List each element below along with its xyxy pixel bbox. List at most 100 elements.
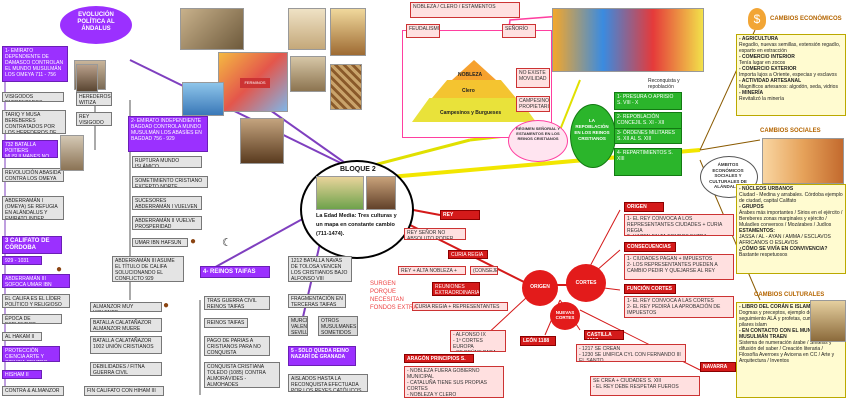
estamentos-top: NOBLEZA / CLERO / ESTAMENTOS <box>410 2 520 18</box>
emirato-independiente[interactable]: 2- EMIRATO INDEPENDIENTE BAGDAD CONTROLA… <box>128 116 208 152</box>
curia-regia[interactable]: CURIA REGIA <box>448 250 488 259</box>
abd-iii-asume[interactable]: ABDERRAMÁN III ASUME EL TÍTULO DE CALIFA… <box>112 256 184 282</box>
fin-califato[interactable]: FIN CALIFATO CON HIHAM III <box>84 386 164 396</box>
fragmentacion[interactable]: FRAGMENTACIÓN EN TERCERAS TAIFAS <box>288 294 346 308</box>
title-ellipse <box>60 6 132 44</box>
ambitos-label: ÁMBITOS ECONÓMICOS SOCIALES Y CULTURALES… <box>709 162 747 189</box>
batalla-poitiers[interactable]: 732 BATALLA POITIERS MUSULMANES NO SE EX… <box>2 140 58 158</box>
navarra-box[interactable]: NAVARRA <box>700 362 736 372</box>
batalla-calatanazor[interactable]: BATALLA CALATAÑAZOR ALMANZOR MUERE <box>90 318 162 332</box>
nuevas-cortes-label: NUEVAS CORTES <box>555 310 575 320</box>
mundo-heading: - EN CONTACTO CON EL MUNDO MUSULMÁN TRAE… <box>739 328 819 340</box>
guerra-civil[interactable]: TRAS GUERRA CIVIL REINOS TAIFAS <box>204 296 270 310</box>
ordenes-box[interactable]: 3- ÓRDENES MILITARES S. XII AL S. XIII <box>614 128 682 144</box>
califa-lider[interactable]: EL CALIFA ES EL LÍDER POLÍTICO Y RELIGIO… <box>2 294 70 308</box>
abderraman-ii[interactable]: ABDERRAMÁN II VUELVE PROSPERIDAD <box>132 216 202 230</box>
libro-heading: - LIBRO DEL CORÁN E ISLAMISMO <box>739 304 824 310</box>
rey-senor-box[interactable]: REY SEÑOR NO ABSOLUTO PODER LIMITADO <box>404 228 466 240</box>
sucesores[interactable]: SUCESORES ABDERRAMÁN I VUELVEN CONFLICTO… <box>132 196 202 210</box>
herederos-witiza[interactable]: HEREDEROS WITIZA <box>76 92 112 106</box>
alfonso-box[interactable]: - ALFONSO IX- 1º CORTES EUROPA- SE REÚNE… <box>450 330 506 352</box>
culturales-title: CAMBIOS CULTURALES <box>754 292 825 298</box>
proteccion-ciencia[interactable]: PROTECCIÓN CIENCIA ARTE Y CIENCIA CENTRO… <box>2 346 60 362</box>
origen-box[interactable]: ORIGEN <box>624 202 664 212</box>
comercio-ext-heading: - COMERCIO EXTERIOR <box>739 66 797 72</box>
emirato-dependiente[interactable]: 1- EMIRATO DEPENDIENTE DE DAMASCO CONTRO… <box>2 46 68 82</box>
people-image <box>762 138 844 184</box>
sociales-box[interactable]: - NÚCLEOS URBANOS Ciudad - Medina y arra… <box>736 184 846 274</box>
cortes-circle[interactable] <box>566 264 606 302</box>
nuevas-cortes-circle[interactable] <box>550 302 580 330</box>
pago-parias[interactable]: PAGO DE PARIAS A CRISTIANOS PARA NO CONQ… <box>204 336 270 356</box>
pattern-image <box>330 64 362 110</box>
rey-alta-nobleza[interactable]: REY + ALTA NOBLEZA + ALTO CLERO <box>398 266 466 275</box>
al-hakam[interactable]: AL HAKAM II <box>2 332 42 341</box>
reinos-taifas-header[interactable]: 4- REINOS TAIFAS <box>200 266 270 278</box>
leon-box[interactable]: LEÓN 1188 <box>520 336 556 346</box>
abderraman-i[interactable]: ABDERRAMÁN I (OMEYA) SE REFUGIA EN ALÁND… <box>2 196 64 220</box>
murcia-valencia[interactable]: MURCIA VALENCIA SEVILLA CÓRDOBA <box>288 316 308 336</box>
umar-ibn-hafsun[interactable]: UMAR IBN HAFSUN <box>132 238 188 247</box>
debilidades-fitna[interactable]: DEBILIDADES / FITNA GUERRA CIVIL <box>90 362 162 376</box>
presura-box[interactable]: 1- PRESURA O APRISIO S. VIII - X <box>614 92 682 110</box>
culturales-box[interactable]: - LIBRO DEL CORÁN E ISLAMISMO Dogmas y p… <box>736 302 846 398</box>
repartimientos-box[interactable]: 4- REPARTIMIENTOS S. XIII <box>614 148 682 176</box>
contra-almanzor[interactable]: CONTRA & ALMANZOR <box>2 386 64 396</box>
castilla-box[interactable]: CASTILLA 1217 <box>584 330 624 340</box>
pyramid-clero: Clero <box>462 88 475 94</box>
origen-circle[interactable] <box>522 270 558 306</box>
origen-detail[interactable]: 1- EL REY CONVOCA A LOS REPRESENTANTES C… <box>624 214 734 236</box>
mosque-image <box>330 8 366 56</box>
repoblacion-ellipse <box>570 104 616 168</box>
rey-box[interactable]: REY <box>440 210 480 220</box>
nucleos-heading: - NÚCLEOS URBANOS <box>739 186 794 192</box>
visigodos-enfrentados[interactable]: VISIGODOS ENFRENTADOS <box>2 92 64 102</box>
economicos-box[interactable]: - AGRICULTURA Regadío, nuevas semillas, … <box>736 34 846 116</box>
mineria-heading: - MINERÍA <box>739 90 764 96</box>
feudal-box-3: NO EXISTE MOVILIDAD <box>516 68 550 88</box>
rey-visigodo[interactable]: REY VISIGODO RODRIGO <box>76 112 112 126</box>
conquista-cristiana[interactable]: CONQUISTA CRISTIANA TOLEDO (1085) CONTRA… <box>204 362 280 388</box>
epoca-esplendor[interactable]: ÉPOCA DE ESPLENDOR <box>2 314 62 324</box>
manuscript-image <box>288 8 326 50</box>
aragon-box[interactable]: ARAGÓN PRINCIPIOS S. XIII <box>404 354 474 363</box>
crescent-icon: ☾ <box>222 237 232 249</box>
otros-musulmanes[interactable]: OTROS MUSULMANES SOMETIDOS AL REINO DEL … <box>318 316 358 336</box>
consecuencias-box[interactable]: CONSECUENCIAS <box>624 242 676 252</box>
castilla-detail[interactable]: - 1217 SE CREAN- 1230 SE UNIFICA CYL CON… <box>576 344 686 362</box>
almanzor-violento[interactable]: ALMANZOR MUY VIOLENTO <box>90 302 162 312</box>
ruptura-mundo[interactable]: RUPTURA MUNDO ISLÁMICO <box>132 156 202 168</box>
batalla-calatanazor-2[interactable]: BATALLA CALATAÑAZOR 1002 UNIÓN CRISTIANO… <box>90 336 162 354</box>
painting-image <box>240 118 284 164</box>
iberia-map-image <box>182 82 224 116</box>
tariq-musa[interactable]: TARIQ Y MUSA BEREBERES CONTRATADOS POR L… <box>2 110 66 134</box>
curia-ampliada[interactable]: CURIA REGIA + REPRESENTANTES CIUDADES <box>412 302 508 311</box>
aislados[interactable]: AISLADOS HASTA LA RECONQUISTA EFECTUADA … <box>288 374 368 392</box>
pyramid-campesinos: Campesinos y Burgueses <box>440 110 502 116</box>
hisham-ii[interactable]: HISHAM II <box>2 370 42 379</box>
page-title: EVOLUCIÓN POLÍTICA AL ÁNDALUS <box>77 12 115 32</box>
feudal-box-2: SEÑORÍO <box>502 24 536 38</box>
consejeros[interactable]: (CONSEJEROS) <box>470 266 498 275</box>
navarra-detail[interactable]: SE CREA + CIUDADES S. XIII- EL REY DEBE … <box>590 376 700 396</box>
pyramid-bottom <box>412 98 536 122</box>
aragon-detail[interactable]: - NOBLEZA FUERA GOBIERNO MUNICIPAL- CATA… <box>404 366 504 398</box>
reconquista-label: Reconquista y repoblación <box>648 78 680 90</box>
revolucion-abasida[interactable]: REVOLUCIÓN ABASIDA CONTRA LOS OMEYA <box>2 168 64 182</box>
reuniones[interactable]: REUNIONES EXTRAORDINARIAS <box>432 282 480 296</box>
califato-cordoba[interactable]: 3 CALIFATO DE CÓRDOBA <box>2 236 62 254</box>
sociales-title: CAMBIOS SOCIALES <box>760 128 821 134</box>
funcion-box[interactable]: FUNCIÓN CORTES <box>624 284 676 294</box>
map-center-label: FERMINOS <box>240 78 270 88</box>
batalla-navas[interactable]: 1212 BATALLA NAVAS DE TOLOSA VENCEN LOS … <box>288 256 352 282</box>
reino-nazari[interactable]: 5 - SOLO QUEDA REINO NAZARÍ DE GRANADA <box>288 346 356 366</box>
origen-label: ORIGEN <box>530 284 550 290</box>
abd-iii-sofoca[interactable]: ABDERRAMÁN III SOFOCA UMAR IBN HAFSUN <box>2 274 70 288</box>
bloque-caption: La Edad Media: Tres culturas y un mapa e… <box>316 213 397 237</box>
culture-image <box>810 300 846 342</box>
reinos-taifas[interactable]: REINOS TAIFAS <box>204 318 248 328</box>
bloque-art-image <box>366 176 396 210</box>
sometimiento[interactable]: SOMETIMIENTO CRISTIANO EXCEPTO NORTE <box>132 176 208 188</box>
